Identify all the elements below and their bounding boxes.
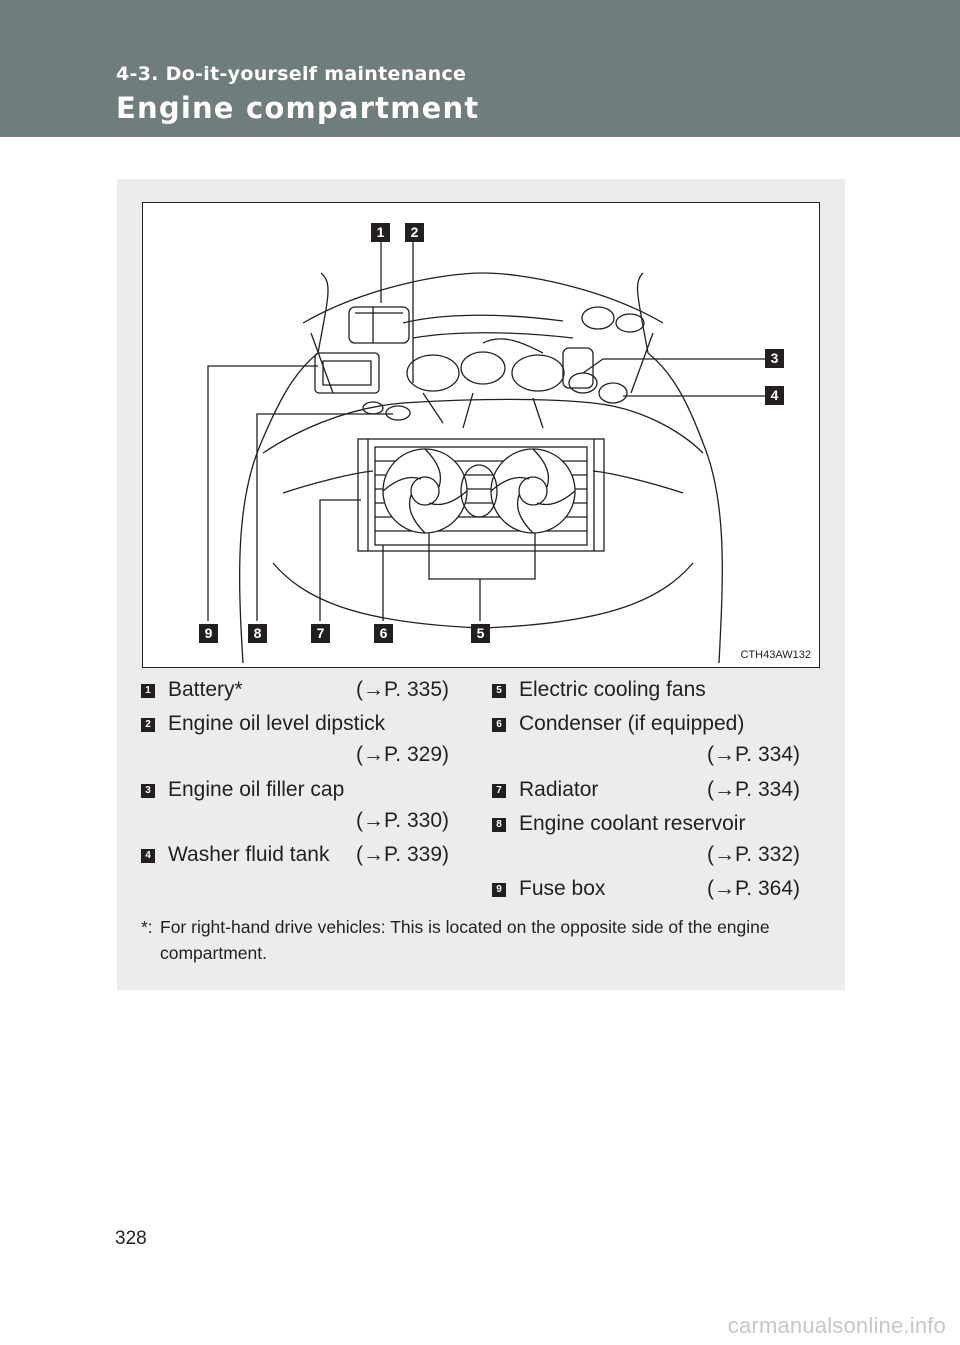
- legend-number: 9: [492, 883, 506, 897]
- legend-page-ref: (→P. 339): [356, 843, 449, 867]
- legend-number: 3: [141, 784, 155, 798]
- legend-name: Fuse box: [519, 877, 605, 901]
- engine-drawing: [143, 203, 819, 667]
- callout-9: 9: [199, 624, 218, 643]
- legend-name: Engine coolant reservoir: [519, 812, 745, 836]
- legend-name: Engine oil filler cap: [168, 778, 344, 802]
- page-number: 328: [115, 1228, 147, 1250]
- callout-5: 5: [471, 624, 490, 643]
- legend-number: 1: [141, 684, 155, 698]
- callout-2: 2: [405, 223, 424, 242]
- engine-compartment-illustration: 1 2 3 4 9 8 7 6 5 CTH43AW132: [142, 202, 820, 668]
- header-bar: 4-3. Do-it-yourself maintenance Engine c…: [0, 0, 960, 137]
- footnote-text: For right-hand drive vehicles: This is l…: [141, 914, 821, 966]
- legend-page-ref: (→P. 364): [707, 877, 800, 901]
- legend-page-ref: (→P. 329): [356, 743, 449, 767]
- callout-1: 1: [371, 223, 390, 242]
- section-label: 4-3. Do-it-yourself maintenance: [116, 63, 466, 85]
- callout-3: 3: [765, 349, 784, 368]
- legend-page-ref: (→P. 332): [707, 843, 800, 867]
- legend-number: 5: [492, 684, 506, 698]
- legend-name: Condenser (if equipped): [519, 712, 744, 736]
- page-title: Engine compartment: [116, 91, 479, 125]
- callout-7: 7: [311, 624, 330, 643]
- footnote: *: For right-hand drive vehicles: This i…: [141, 914, 821, 966]
- legend-page-ref: (→P. 334): [707, 778, 800, 802]
- footnote-mark: *:: [141, 914, 153, 940]
- figure-code: CTH43AW132: [740, 649, 811, 661]
- callout-6: 6: [374, 624, 393, 643]
- legend-number: 7: [492, 784, 506, 798]
- legend-name: Electric cooling fans: [519, 678, 706, 702]
- legend-name: Radiator: [519, 778, 598, 802]
- callout-4: 4: [765, 386, 784, 405]
- legend-number: 4: [141, 849, 155, 863]
- legend-page-ref: (→P. 334): [707, 743, 800, 767]
- watermark: carmanualsonline.info: [728, 1313, 946, 1339]
- legend-page-ref: (→P. 335): [356, 678, 449, 702]
- legend-page-ref: (→P. 330): [356, 809, 449, 833]
- legend-name: Battery*: [168, 678, 243, 702]
- legend-number: 6: [492, 718, 506, 732]
- callout-8: 8: [248, 624, 267, 643]
- legend-name: Engine oil level dipstick: [168, 712, 385, 736]
- legend-number: 2: [141, 718, 155, 732]
- legend-number: 8: [492, 818, 506, 832]
- legend-name: Washer fluid tank: [168, 843, 329, 867]
